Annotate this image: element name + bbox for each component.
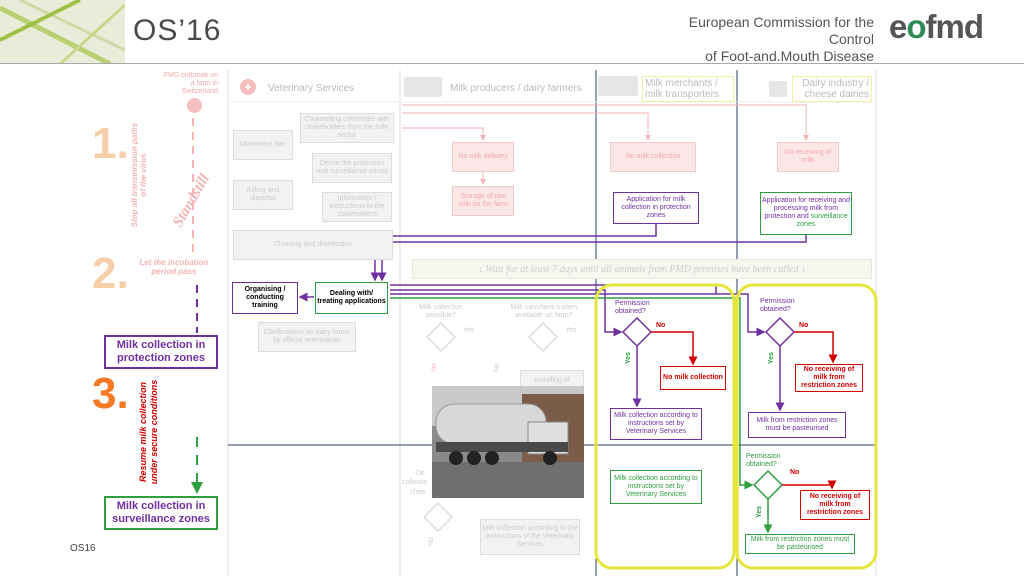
- page-title: OS’16: [133, 14, 222, 47]
- milk-collection-instructions-faint: Milk collection according to the instruc…: [480, 519, 580, 555]
- no-receiving-restriction-1: No receiving of milk from restriction zo…: [795, 364, 863, 392]
- faint-no-3: No: [428, 537, 435, 546]
- pasteurised-2: Milk from restriction zones must be past…: [745, 534, 855, 554]
- no-milk-collection-faint: No milk collection: [610, 142, 696, 172]
- milk-collection-protection-zones: Milk collection in protection zones: [104, 335, 218, 369]
- phase-2-text: Let the incubation period pass: [139, 258, 209, 276]
- storage-raw-milk: Storage of raw milk on the farm: [452, 186, 514, 216]
- faint-no-1: No: [431, 363, 438, 372]
- application-receiving-milk: Application for receiving and processing…: [760, 192, 852, 235]
- faint-no-2: No: [494, 363, 501, 372]
- lane-milk-producers: Milk producers / dairy farmers: [450, 83, 582, 94]
- permission-label-2: Permission obtained?: [760, 298, 795, 313]
- cleaning-disinfection: Cleaning and disinfection: [233, 230, 393, 260]
- header: OS’16 European Commission for the Contro…: [0, 0, 1024, 64]
- no-milk-delivery: No milk delivery: [452, 142, 514, 172]
- logo-part-e: e: [889, 8, 907, 45]
- permission-label-3: Permission obtained?: [746, 453, 781, 468]
- application-receiving-text: Application for receiving and processing…: [762, 197, 850, 220]
- milk-cans-available: Milk cans/tank trailers available on far…: [510, 304, 578, 319]
- milk-collection-surveillance-zones: Milk collection in surveillance zones: [104, 496, 218, 530]
- define-zones: Define the protection and surveillance z…: [312, 153, 392, 183]
- no-milk-collection: No milk collection: [660, 366, 726, 390]
- wait-banner: ↓ Wait for at least 7 days until all ani…: [412, 259, 872, 279]
- organising-training: Organising / conducting training: [232, 282, 298, 314]
- killing-disposal: Killing and disposal: [233, 180, 293, 210]
- yes-label-2: Yes: [768, 351, 775, 364]
- phase-1-number: 1.: [92, 119, 129, 168]
- logo-part-fmd: fmd: [925, 8, 984, 45]
- eufmd-logo: eofmd: [889, 8, 984, 46]
- yes-label-3: Yes: [756, 505, 763, 518]
- org-line-1: European Commission for the Control: [688, 14, 874, 47]
- movement-ban: Movement ban: [233, 130, 293, 160]
- phase-3-number: 3.: [92, 369, 129, 418]
- logo-part-o: o: [906, 8, 926, 45]
- phase-3-text: Resume milk collection under secure cond…: [138, 379, 159, 485]
- faint-yes-1: Yes: [463, 327, 475, 334]
- clarifications-dairy-farms: Clarifications on dairy farms by officia…: [258, 322, 356, 352]
- decorative-lines: [0, 0, 125, 64]
- wait-text: Wait for at least 7 days until all anima…: [485, 263, 799, 275]
- faint-frag-c: chee: [410, 489, 426, 496]
- milk-collection-instructions-2: Milk collection according to instruction…: [610, 470, 702, 504]
- swiss-cross-icon: +: [240, 79, 256, 95]
- organisation-name: European Commission for the Control of F…: [644, 14, 874, 65]
- milk-tanker-photo: [432, 386, 584, 498]
- outbreak-marker: [187, 98, 202, 113]
- pasteurised-1: Milk from restriction zones must be past…: [748, 412, 846, 438]
- milk-collection-instructions-1: Milk collection according to instruction…: [610, 408, 702, 440]
- phase-1-text: Stop all transmission paths of the virus: [130, 122, 148, 228]
- information-instructions: Information / instructions to the stakeh…: [322, 192, 392, 222]
- header-divider: [0, 63, 1024, 64]
- org-line-2: of Foot-and.Mouth Disease: [705, 48, 874, 64]
- surveillance-zones-word: surveillance zones: [796, 213, 848, 228]
- footer-label: OS16: [70, 543, 96, 554]
- no-receiving-restriction-2: No receiving of milk from restriction zo…: [800, 490, 870, 520]
- application-milk-collection: Application for milk collection in prote…: [613, 192, 699, 224]
- permission-label-1: Permission obtained?: [615, 300, 650, 315]
- no-label-3: No: [790, 469, 800, 476]
- counselling-committee: Counselling committee with stakeholders …: [300, 113, 394, 143]
- dealing-applications: Dealing with/ treating applications: [315, 282, 388, 314]
- farm-icon: [404, 77, 442, 97]
- phase-2-number: 2.: [92, 249, 129, 298]
- no-label-1: No: [656, 322, 666, 329]
- truck-icon: [598, 76, 638, 96]
- lane-milk-merchants: Milk merchants / milk transporters: [642, 76, 734, 102]
- no-receiving-milk-faint: No receiving of milk: [777, 142, 839, 172]
- milk-collection-possible: Milk collection possible?: [419, 304, 463, 319]
- faint-yes-2: Yes: [565, 327, 577, 334]
- lane-veterinary-services: Veterinary Services: [268, 83, 355, 94]
- faint-frag-a: De: [416, 470, 425, 477]
- lane-fmd-outbreak: FMD outbreak on a farm in Switzerland: [163, 72, 218, 95]
- dairy-icon: [769, 81, 787, 97]
- faint-frag-b: collectio: [402, 479, 428, 486]
- no-label-2: No: [799, 322, 809, 329]
- lane-dairy-industry: Dairy industry / cheese dairies: [792, 76, 872, 102]
- yes-label-1: Yes: [625, 351, 632, 364]
